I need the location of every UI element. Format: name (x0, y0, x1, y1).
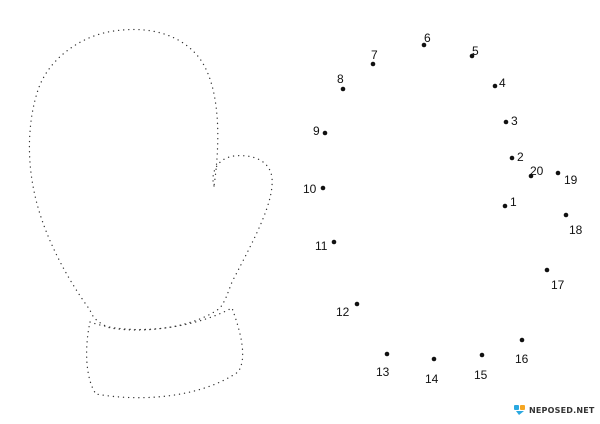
dot-label-6: 6 (424, 31, 431, 45)
dot-8 (340, 86, 346, 92)
brand-watermark: NEPOSED.NET (514, 404, 595, 416)
dot-5 (469, 53, 475, 59)
dot-label-1: 1 (510, 195, 517, 209)
dot-19 (555, 170, 561, 176)
dot-label-13: 13 (376, 365, 390, 379)
dot-20 (528, 173, 534, 179)
dot-label-12: 12 (336, 305, 350, 319)
dotted-mitten-outline (28, 28, 273, 331)
dot-14 (431, 356, 437, 362)
dot-label-8: 8 (337, 72, 344, 86)
dotted-mitten-cuff-outline (86, 307, 244, 399)
dot-label-4: 4 (499, 76, 506, 90)
dot-label-5: 5 (472, 44, 479, 58)
dot-label-2: 2 (517, 150, 524, 164)
dot-label-3: 3 (511, 114, 518, 128)
dot-label-10: 10 (303, 182, 317, 196)
dot-15 (479, 352, 485, 358)
dot-16 (519, 337, 525, 343)
dot-label-19: 19 (564, 173, 578, 187)
dot-6 (421, 42, 427, 48)
dot-10 (320, 185, 326, 191)
dot-label-15: 15 (474, 368, 488, 382)
dot-7 (370, 61, 376, 67)
brand-text: NEPOSED.NET (529, 405, 595, 415)
dot-17 (544, 267, 550, 273)
dot-label-11: 11 (315, 239, 328, 253)
dot-12 (354, 301, 360, 307)
dot-label-9: 9 (313, 124, 320, 138)
dot-label-7: 7 (371, 48, 378, 62)
dot-label-20: 20 (530, 164, 544, 178)
dot-label-14: 14 (425, 372, 439, 386)
dot-18 (563, 212, 569, 218)
dot-11 (331, 239, 337, 245)
dot-3 (503, 119, 509, 125)
dot-4 (492, 83, 498, 89)
dot-label-17: 17 (551, 278, 565, 292)
dot-label-18: 18 (569, 223, 583, 237)
dot-13 (384, 351, 390, 357)
neposed-logo-icon (514, 405, 525, 415)
dot-2 (509, 155, 515, 161)
dot-9 (322, 130, 328, 136)
dot-1 (502, 203, 508, 209)
dot-label-16: 16 (515, 352, 529, 366)
